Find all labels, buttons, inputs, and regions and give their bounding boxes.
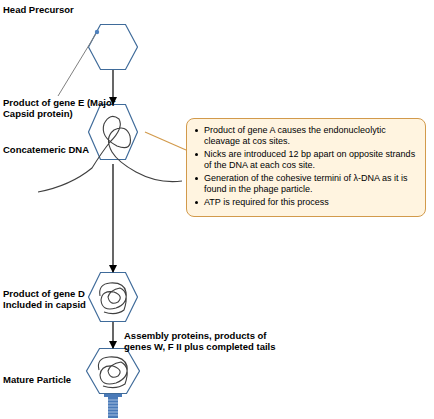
flow-arrow — [112, 70, 113, 104]
bullet-row: Generation of the cohesive termini of λ-… — [193, 173, 419, 195]
flow-arrow — [112, 164, 113, 272]
bullet-row: Product of gene A causes the endonucleol… — [193, 125, 419, 147]
flow-arrow — [112, 322, 113, 348]
stage-node: Head Precursor — [0, 4, 140, 70]
leader-dot — [95, 30, 99, 34]
packaged-dna — [100, 283, 127, 314]
bullet-dot — [195, 201, 198, 204]
capsid-hexagon — [88, 24, 138, 70]
stage-label: Head Precursor — [3, 4, 93, 15]
stage-label: Mature Particle — [3, 374, 88, 385]
stage-node: Product of gene D Included in capsid — [0, 272, 140, 322]
bullet-text: Generation of the cohesive termini of λ-… — [204, 173, 419, 195]
bullet-dot — [195, 129, 198, 132]
packaged-dna — [98, 357, 127, 388]
bullet-text: Nicks are introduced 12 bp apart on oppo… — [204, 149, 419, 171]
capsid-hexagon — [86, 348, 140, 394]
stage-label: Product of gene D Included in capsid — [3, 288, 93, 310]
stage-label: Concatemeric DNA — [3, 144, 93, 155]
leader-line — [58, 32, 97, 96]
bullet-dot — [195, 153, 198, 156]
callout-pointer — [145, 132, 186, 150]
edge-label: Assembly proteins, products of genes W, … — [124, 330, 289, 352]
callout-box: Product of gene A causes the endonucleol… — [186, 118, 426, 217]
bullet-text: Product of gene A causes the endonucleol… — [204, 125, 419, 147]
tail-collar — [104, 394, 122, 397]
stage-node: Mature Particle — [0, 348, 140, 394]
capsid-hexagon — [88, 272, 138, 322]
bullet-row: ATP is required for this process — [193, 197, 419, 208]
capsid-hexagon — [88, 104, 138, 160]
part-label: Product of gene E (Major Capsid protein) — [3, 97, 123, 119]
bullet-dot — [195, 177, 198, 180]
phage-tail — [108, 397, 118, 418]
tail-rings — [108, 400, 118, 415]
bullet-text: ATP is required for this process — [204, 197, 419, 208]
dna-strand — [38, 116, 182, 192]
bullet-row: Nicks are introduced 12 bp apart on oppo… — [193, 149, 419, 171]
